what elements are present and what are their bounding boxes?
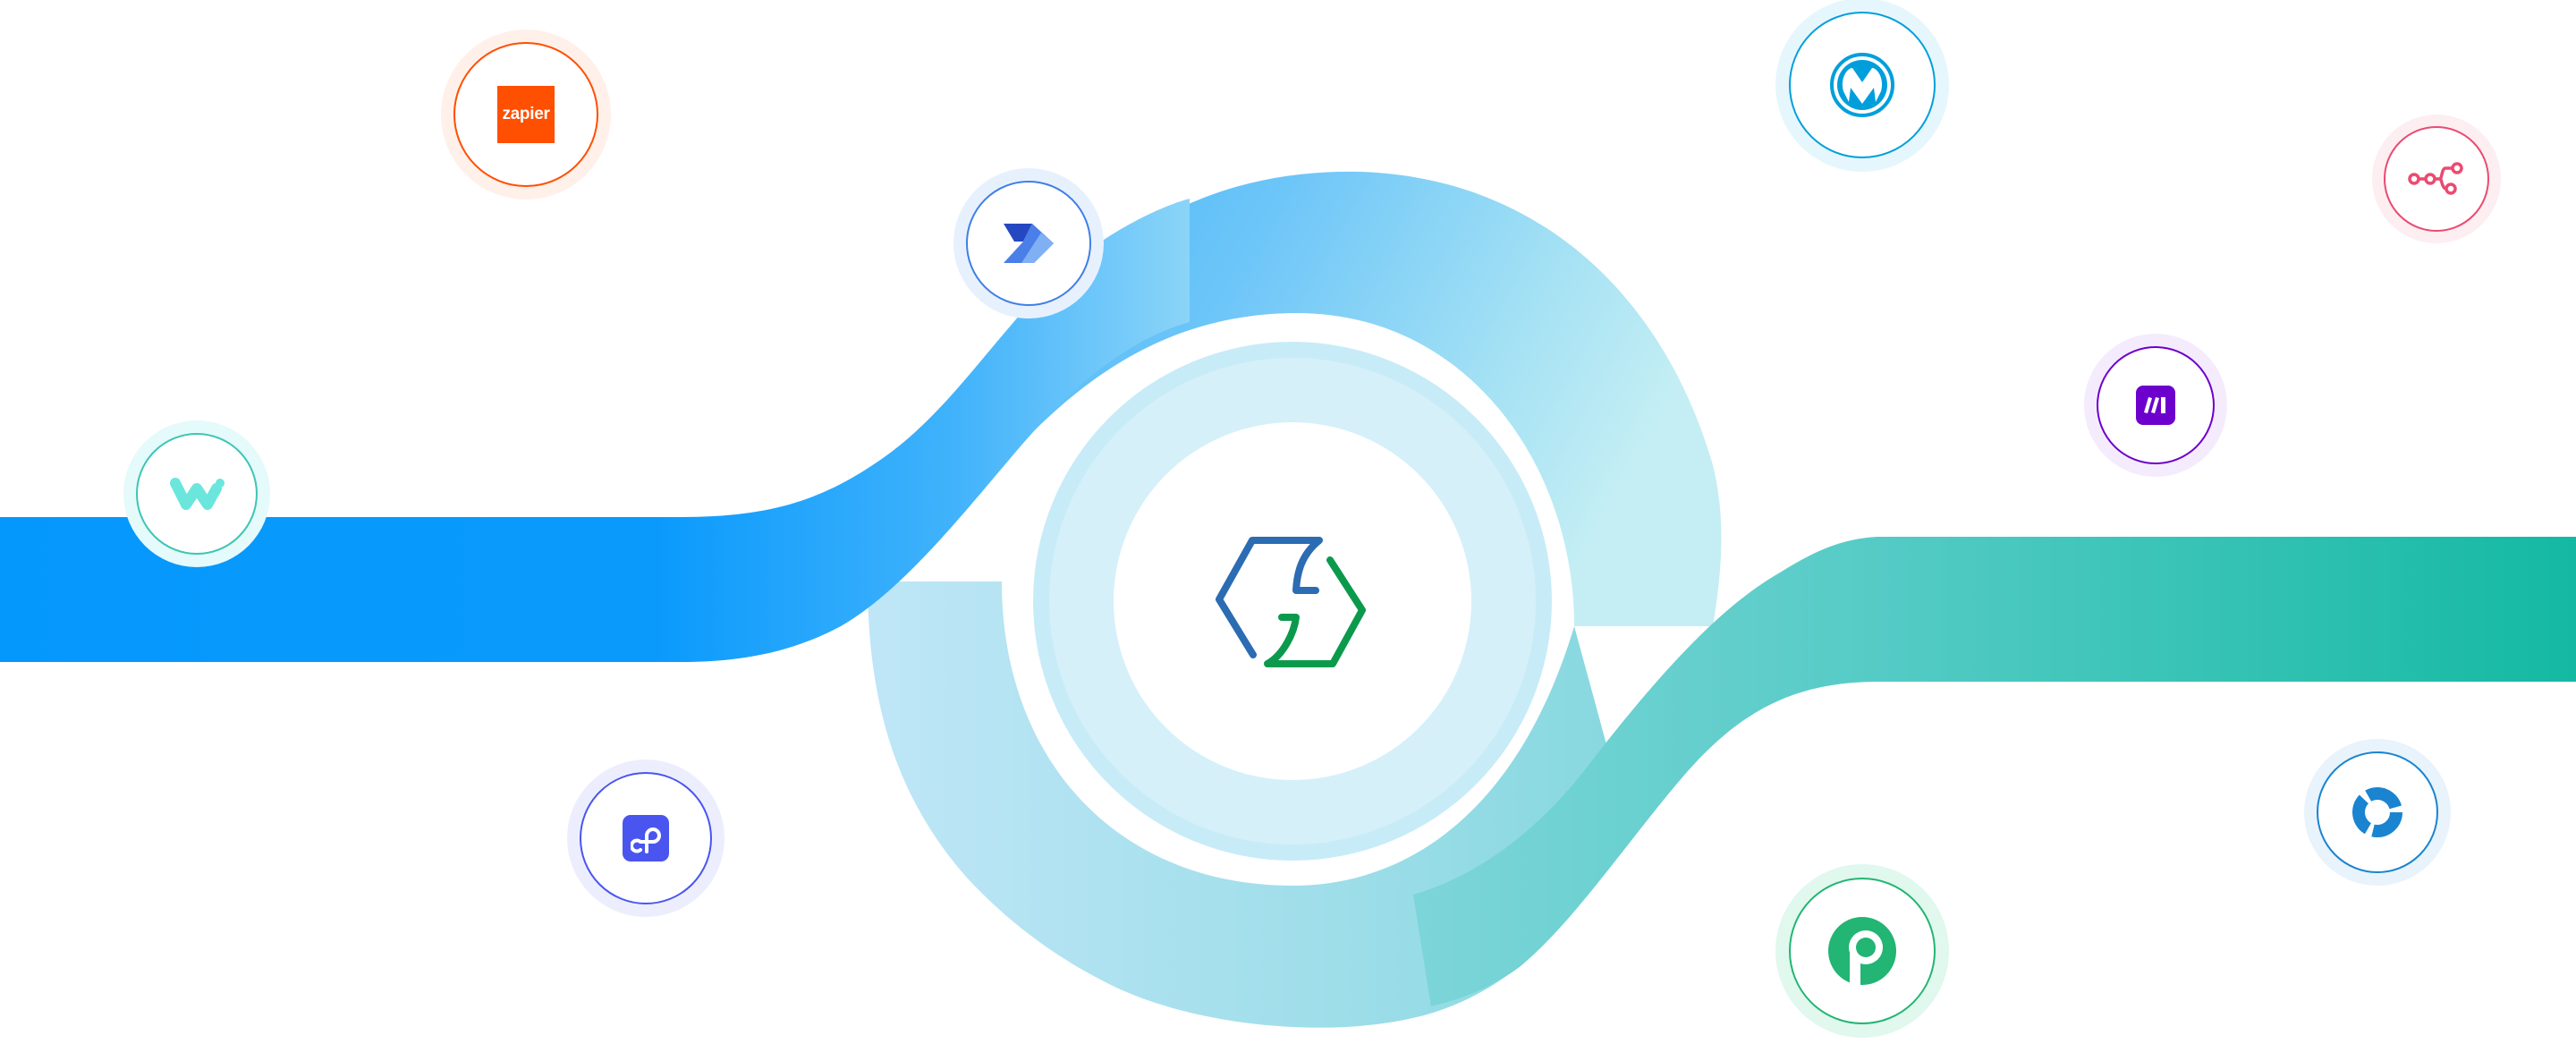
cycle-arrows-icon [2352,787,2402,837]
pabbly-integration[interactable] [567,760,724,917]
zapier-integration[interactable]: zapier [441,30,611,199]
cycle-integration[interactable] [2304,739,2451,886]
hub-hexagon-icon [1216,537,1366,667]
n8n-integration[interactable] [2372,115,2501,243]
workato-icon [170,478,225,510]
central-hub-logo [1212,530,1373,673]
make-icon [2136,386,2175,425]
pipedream-icon [1828,917,1896,987]
power-automate-icon [1004,224,1054,263]
workato-integration[interactable] [123,420,270,567]
pipedream-integration[interactable] [1775,864,1949,1038]
zapier-icon: zapier [497,86,555,143]
make-integration[interactable] [2084,334,2227,477]
power-automate-integration[interactable] [953,168,1104,318]
mulesoft-icon [1830,53,1894,117]
mulesoft-integration[interactable] [1775,0,1949,172]
n8n-icon [2408,162,2463,195]
pabbly-connect-icon [623,815,669,862]
